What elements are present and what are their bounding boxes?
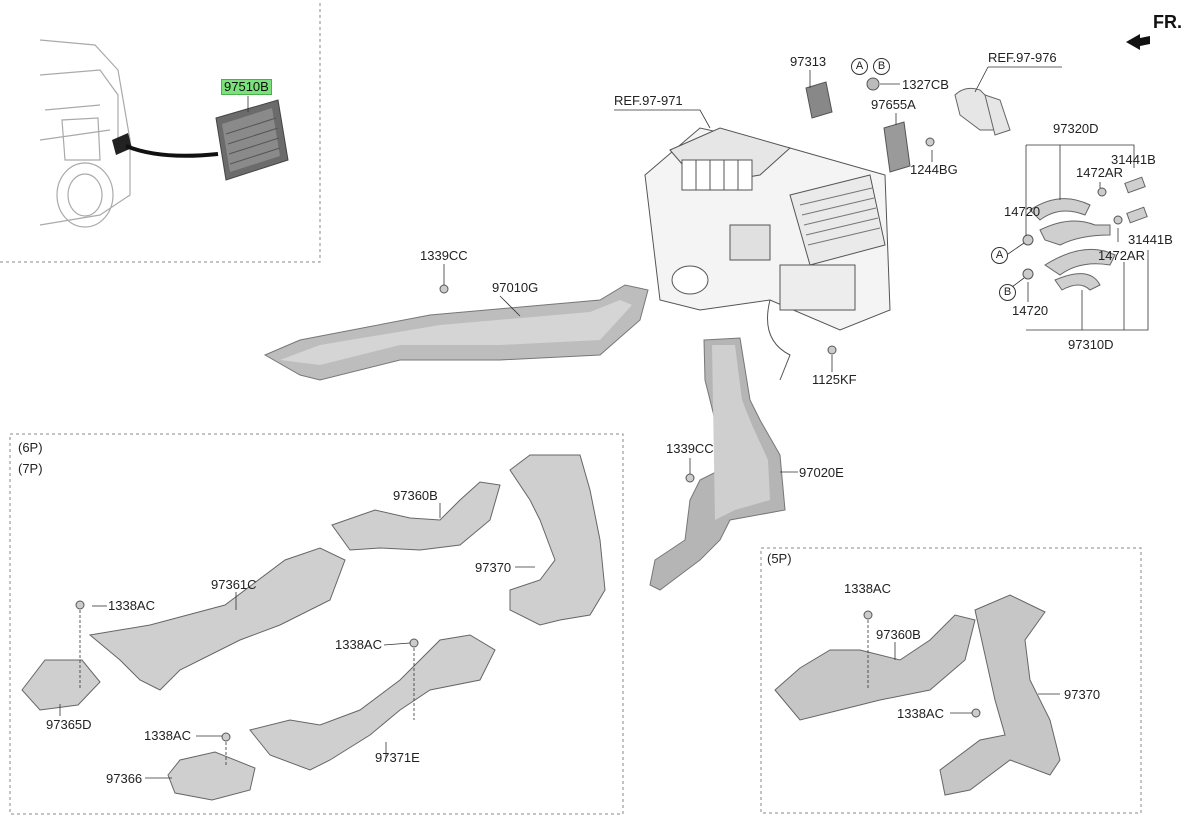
part-label-1338AC-c[interactable]: 1338AC (144, 728, 191, 743)
part-label-97370-7p[interactable]: 97370 (475, 560, 512, 575)
duct-97365D-illustration (21, 659, 101, 711)
part-label-14720-bottom[interactable]: 14720 (1012, 303, 1049, 318)
gasket-97313-illustration (805, 81, 833, 119)
duct-97370-7p-illustration (509, 454, 606, 626)
part-label-1327CB[interactable]: 1327CB (902, 77, 949, 92)
part-label-1338AC-b[interactable]: 1338AC (335, 637, 382, 652)
vehicle-inset-frame (0, 0, 321, 263)
part-label-97360B-5p[interactable]: 97360B (876, 627, 921, 642)
seal-97655A-illustration (883, 121, 911, 173)
duct-97366-illustration (167, 751, 256, 801)
section-6p-7p-frame (9, 433, 624, 815)
duct-97360B-7p-illustration (331, 481, 501, 551)
hoses-97310D-97320D-illustration (1029, 176, 1148, 291)
section-6p-7p-ducts (21, 454, 606, 801)
vent-97510B-illustration (215, 99, 289, 181)
duct-97371E-illustration (249, 634, 496, 771)
duct-97360B-5p-illustration (774, 614, 976, 721)
part-label-1339CC-left[interactable]: 1339CC (420, 248, 468, 263)
bolt-1327CB-illustration (866, 77, 880, 91)
part-label-1338AC-a[interactable]: 1338AC (108, 598, 155, 613)
part-label-1472AR-top[interactable]: 1472AR (1076, 165, 1123, 180)
screw-1338AC-c-symbol (221, 732, 231, 742)
callout-b-top: B (873, 58, 890, 75)
part-label-1338AC-5p-top[interactable]: 1338AC (844, 581, 891, 596)
screw-1338AC-b-symbol (409, 638, 419, 648)
heater-unit-illustration (644, 127, 891, 381)
part-label-31441B-top[interactable]: 31441B (1111, 152, 1156, 167)
bolt-1125KF-symbol (827, 345, 837, 355)
part-label-97366[interactable]: 97366 (106, 771, 143, 786)
section-5p-frame (760, 547, 1142, 814)
callout-a-top: A (851, 58, 868, 75)
vehicle-vent-opening (112, 133, 132, 155)
part-label-97371E[interactable]: 97371E (375, 750, 420, 765)
part-label-1244BG[interactable]: 1244BG (910, 162, 958, 177)
part-label-14720-top[interactable]: 14720 (1004, 204, 1041, 219)
part-label-31441B-bottom[interactable]: 31441B (1128, 232, 1173, 247)
part-label-1338AC-5p-bottom[interactable]: 1338AC (897, 706, 944, 721)
clamp-14720-top-symbol (1022, 234, 1034, 246)
part-label-97370-5p[interactable]: 97370 (1064, 687, 1101, 702)
callout-b-hoses: B (999, 284, 1016, 301)
duct-97020E-illustration (649, 337, 786, 591)
ref-heater-unit-label[interactable]: REF.97-971 (614, 93, 683, 108)
part-label-97360B-7p[interactable]: 97360B (393, 488, 438, 503)
duct-97361C-illustration (88, 547, 346, 691)
section-label-5p: (5P) (767, 551, 792, 566)
part-label-1339CC-right[interactable]: 1339CC (666, 441, 714, 456)
screw-1339CC-right-symbol (685, 473, 695, 483)
part-label-97313[interactable]: 97313 (790, 54, 827, 69)
clamp-14720-bottom-symbol (1022, 268, 1034, 280)
clamp-1472AR-bottom-symbol (1113, 215, 1123, 225)
inset-frames (0, 0, 1142, 815)
screw-1339CC-left-symbol (439, 284, 449, 294)
screw-1338AC-a-symbol (75, 600, 85, 610)
part-label-97010G[interactable]: 97010G (492, 280, 539, 295)
part-label-97365D[interactable]: 97365D (46, 717, 92, 732)
vent-leader-curve (125, 144, 219, 158)
clamp-1472AR-top-symbol (1097, 187, 1107, 197)
section-label-7p: (7P) (18, 461, 43, 476)
part-label-1125KF[interactable]: 1125KF (812, 372, 857, 387)
part-label-97655A[interactable]: 97655A (871, 97, 916, 112)
duct-97370-5p-illustration (939, 594, 1061, 796)
section-5p-ducts (774, 594, 1061, 796)
screw-1338AC-5p-top-symbol (863, 610, 873, 620)
section-label-6p: (6P) (18, 440, 43, 455)
part-label-97361C[interactable]: 97361C (211, 577, 257, 592)
duct-97010G-illustration (263, 284, 649, 381)
part-label-97020E[interactable]: 97020E (799, 465, 844, 480)
vehicle-rear-illustration (39, 39, 131, 228)
heater-hose-ref-illustration (954, 87, 1011, 136)
front-direction-label: FR. (1153, 12, 1182, 32)
leader-lines (59, 66, 1149, 779)
bolt-1244BG-symbol (925, 137, 935, 147)
part-label-1472AR-bottom[interactable]: 1472AR (1098, 248, 1145, 263)
screw-1338AC-5p-bottom-symbol (971, 708, 981, 718)
part-label-97310D[interactable]: 97310D (1068, 337, 1114, 352)
ref-hoses-label[interactable]: REF.97-976 (988, 50, 1057, 65)
part-label-97320D[interactable]: 97320D (1053, 121, 1099, 136)
front-direction-arrow (1126, 34, 1150, 50)
callout-a-hoses: A (991, 247, 1008, 264)
part-label-97510B[interactable]: 97510B (221, 79, 272, 95)
